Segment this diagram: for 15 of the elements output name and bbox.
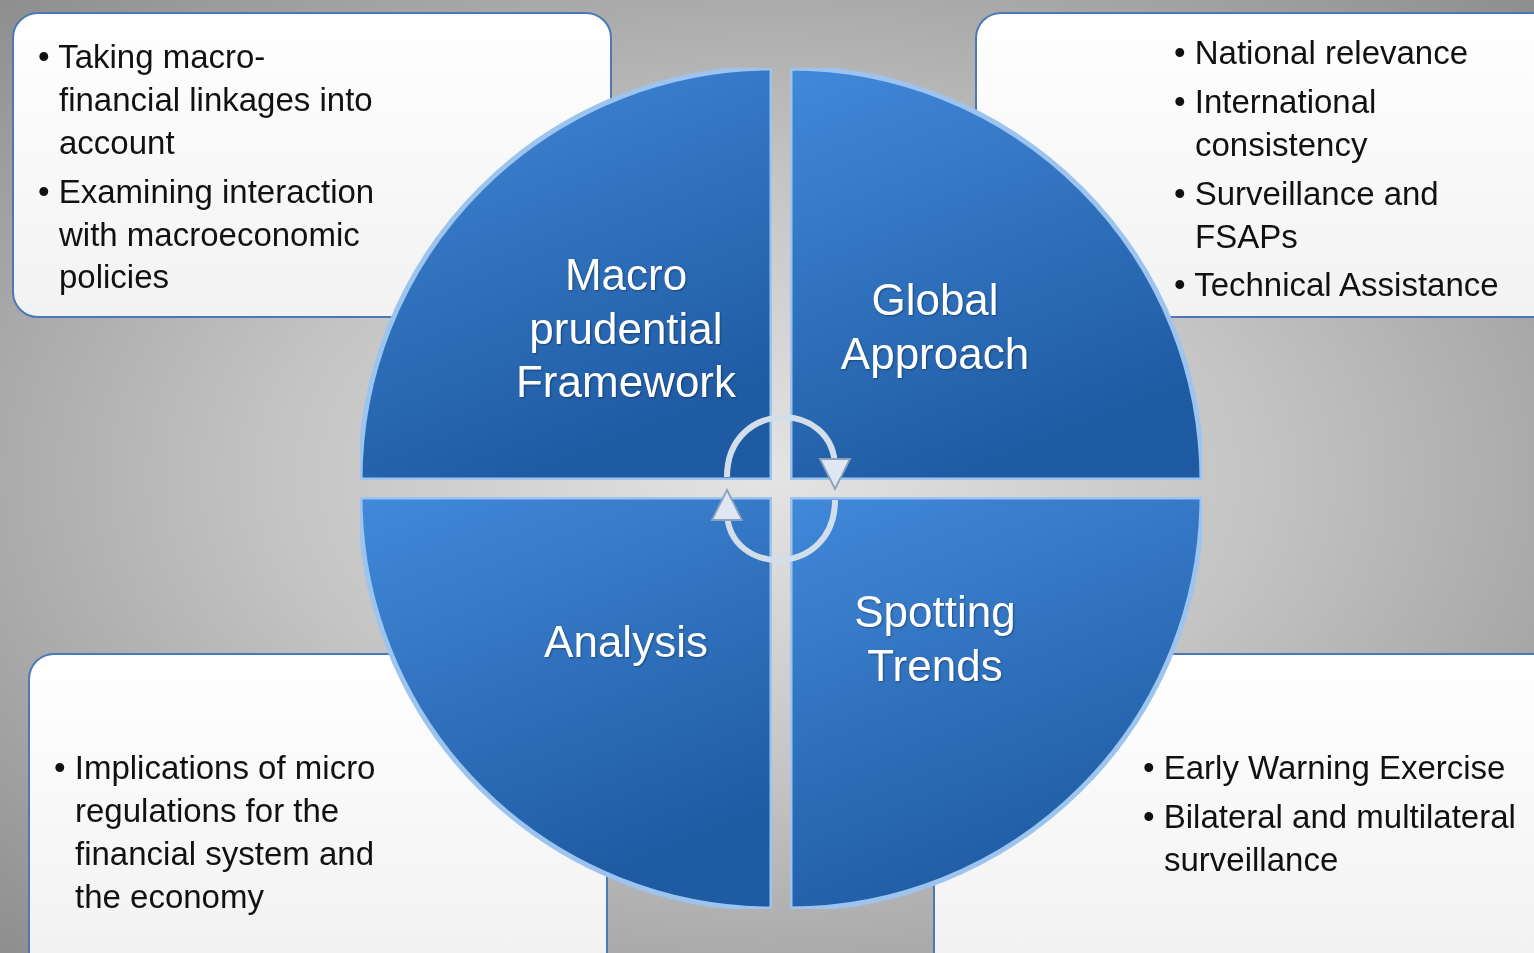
bullet-item: • Implications of micro regulations for the financial system and the economy: [54, 748, 377, 917]
bullet-item: • National relevance: [1174, 33, 1470, 73]
segment-title: Macro prudential Framework: [515, 249, 737, 409]
segment-title: Analysis: [543, 616, 709, 668]
bullet-item: • Taking macro-financial linkages into account: [38, 37, 374, 163]
segment-title: Global Approach: [839, 274, 1031, 380]
bullet-item: • Technical Assistance: [1174, 265, 1500, 306]
bullet-item: • International consistency: [1174, 81, 1378, 165]
bullet-item: • Early Warning Exercise: [1143, 748, 1507, 788]
segment-title: Spotting Trends: [853, 586, 1017, 692]
bullet-item: • Examining interaction with macroeconomic policies: [38, 171, 376, 298]
cycle-arrow: [712, 489, 838, 563]
cycle-arrow: [724, 414, 850, 490]
bullet-item: • Bilateral and multilateral surveillance: [1143, 796, 1517, 880]
bullet-item: • Surveillance and FSAPs: [1174, 173, 1440, 257]
